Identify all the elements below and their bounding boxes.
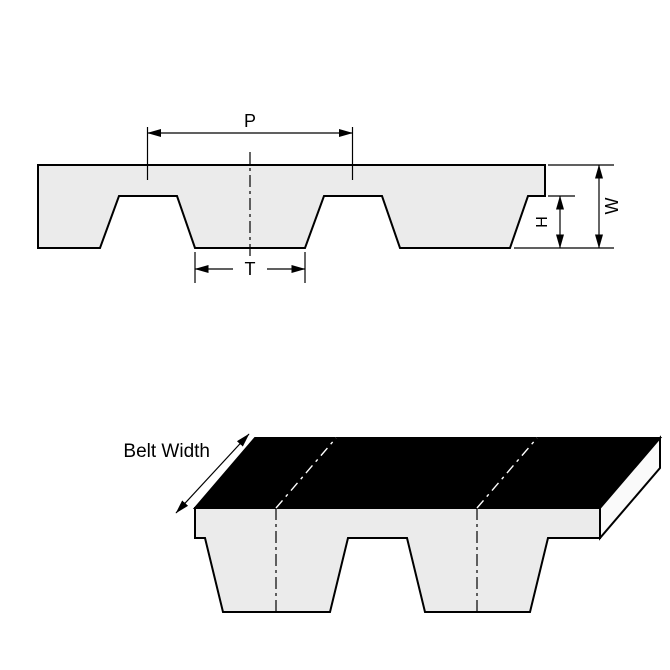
- pitch-label: P: [244, 111, 256, 131]
- belt-width-label: Belt Width: [123, 441, 210, 462]
- belt-width-annotation: Belt Width: [123, 433, 250, 514]
- pitch-dimension: P: [146, 111, 354, 180]
- belt-end-face: [599, 435, 661, 541]
- top-face-centerline-2: [476, 437, 538, 509]
- belt-thickness-dimension: W: [548, 164, 622, 249]
- top-face-centerline-1: [275, 437, 337, 509]
- belt-thickness-label: W: [602, 198, 622, 215]
- tooth-width-dimension: T: [194, 252, 306, 283]
- belt-width-arrow: [175, 433, 250, 514]
- tooth-width-label: T: [245, 259, 256, 279]
- belt-profile-shape: [37, 164, 546, 249]
- tooth-height-label: H: [534, 216, 551, 228]
- profile-view: P T H W: [37, 111, 622, 283]
- belt-top-face: [192, 437, 663, 509]
- isometric-view: Belt Width: [123, 433, 663, 613]
